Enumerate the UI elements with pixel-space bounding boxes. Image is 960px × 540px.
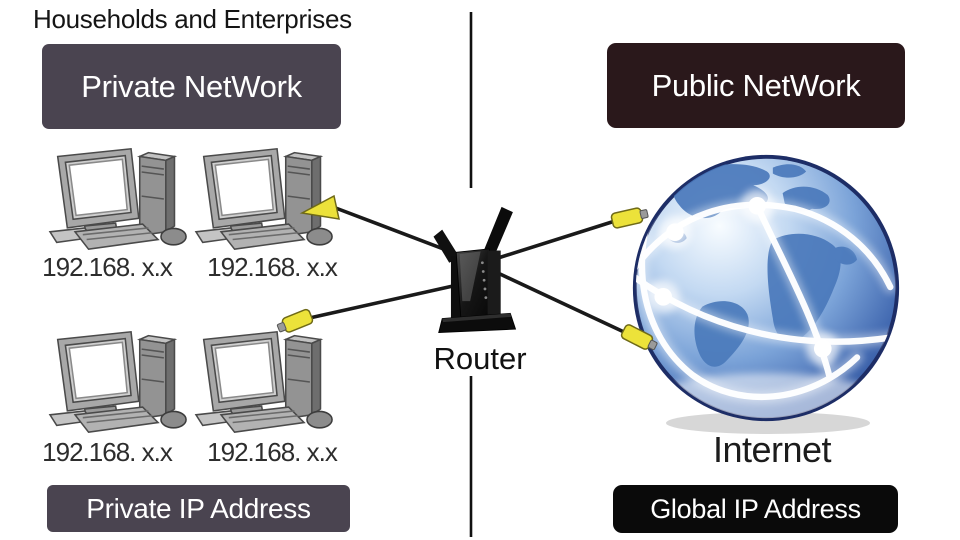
global-ip-address-label: Global IP Address	[650, 493, 861, 524]
private-ip-label: 192.168. x.x	[42, 252, 173, 282]
cable-arrow-icon	[299, 194, 340, 220]
router-icon	[433, 206, 517, 334]
ethernet-plug-icon	[276, 308, 314, 333]
desktop-computer-icon	[48, 330, 187, 434]
desktop-computer-icon	[48, 147, 187, 251]
private-ip-address-box: Private IP Address	[47, 485, 350, 532]
diagram-title: Households and Enterprises	[33, 4, 352, 34]
private-ip-label: 192.168. x.x	[207, 252, 338, 282]
desktop-computer-icon	[194, 147, 333, 251]
cable-pc4-router	[303, 282, 464, 321]
cable-router-globe-lower	[498, 272, 626, 334]
cable-router-globe-upper	[496, 219, 617, 260]
internet-globe-icon	[632, 154, 900, 422]
internet-label: Internet	[712, 429, 832, 470]
private-ip-label: 192.168. x.x	[207, 437, 338, 467]
private-ip-label: 192.168. x.x	[42, 437, 173, 467]
global-ip-address-box: Global IP Address	[613, 485, 898, 533]
private-ip-address-label: Private IP Address	[86, 492, 311, 524]
ethernet-plug-icon	[620, 324, 658, 351]
ethernet-plug-icon	[610, 207, 649, 229]
public-network-label: Public NetWork	[651, 67, 861, 103]
network-nodes	[646, 189, 840, 366]
private-network-box: Private NetWork	[42, 44, 341, 129]
public-network-box: Public NetWork	[607, 43, 905, 128]
router-label: Router	[433, 341, 527, 376]
private-network-label: Private NetWork	[81, 68, 302, 104]
desktop-computer-icon	[194, 330, 333, 434]
globe-shadow	[666, 412, 870, 434]
